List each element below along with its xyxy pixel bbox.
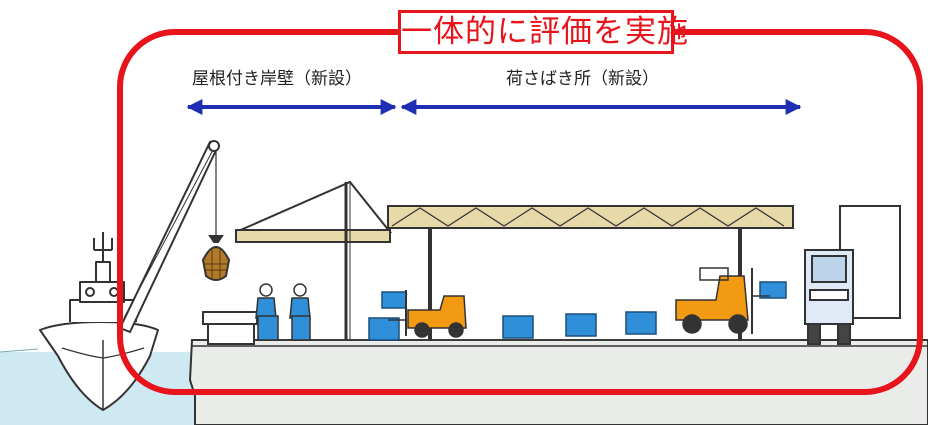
evaluation-title: 一体的に評価を実施 — [398, 10, 688, 54]
fish-box-stand — [202, 311, 258, 345]
covered-quay-label: 屋根付き岸壁（新設） — [192, 69, 362, 89]
container-icon — [368, 281, 787, 341]
roof-cargo-market — [387, 205, 794, 340]
forklift-icon — [388, 290, 467, 338]
worker-icon — [289, 283, 311, 341]
cargo-net-icon — [201, 246, 231, 281]
crane-icon — [118, 140, 224, 334]
water-wave-left — [0, 348, 39, 353]
quay-platform — [188, 339, 928, 425]
worker-icon — [255, 283, 279, 341]
forklift-icon — [675, 267, 770, 334]
roof-covered-quay — [235, 180, 393, 340]
cargo-market-label: 荷さばき所（新設） — [506, 69, 659, 89]
truck-icon — [804, 205, 901, 345]
